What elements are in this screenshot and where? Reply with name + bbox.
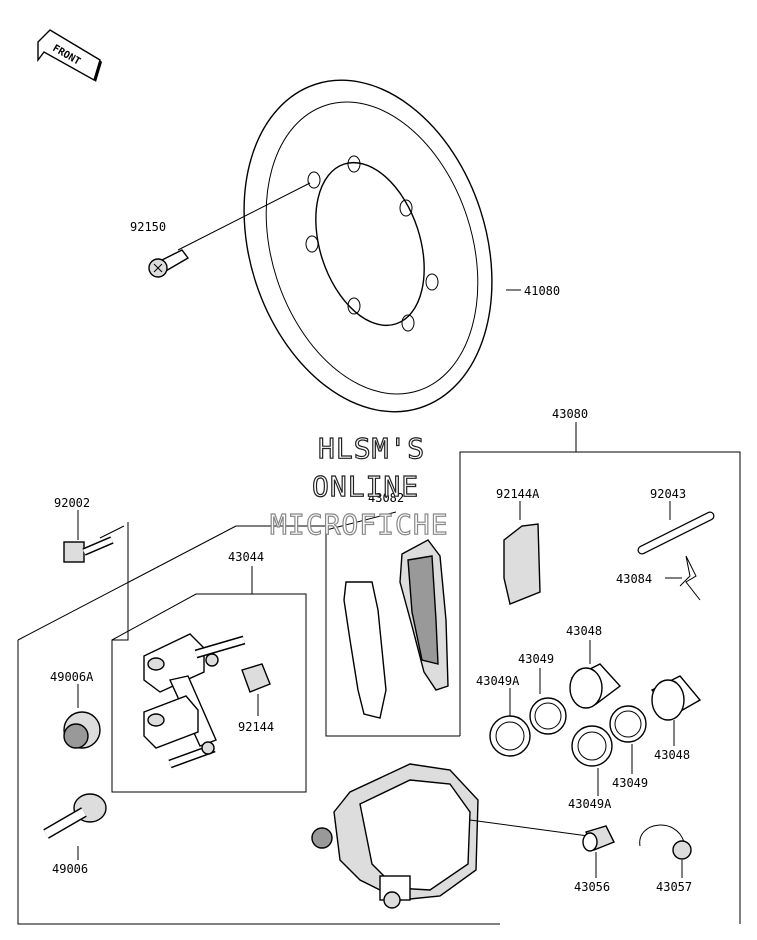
pad-shim bbox=[503, 501, 541, 605]
part-label-92144A: 92144A bbox=[496, 487, 540, 501]
part-label-49006: 49006 bbox=[52, 862, 88, 876]
front-arrow-icon: FRONT bbox=[37, 29, 102, 82]
part-label-43082: 43082 bbox=[368, 491, 404, 505]
part-label-43044: 43044 bbox=[228, 550, 264, 564]
watermark-line3: MICROFICHE bbox=[270, 508, 449, 541]
part-label-43084: 43084 bbox=[616, 572, 652, 586]
part-label-41080: 41080 bbox=[524, 284, 560, 298]
bleeder-cap bbox=[639, 824, 692, 860]
pin-clip bbox=[665, 555, 701, 601]
dust-boot-49006A bbox=[63, 684, 101, 749]
watermark-line1: HLSM'S bbox=[318, 432, 425, 465]
piston-seal-43049A-left bbox=[489, 715, 531, 757]
piston-43048-right bbox=[650, 675, 702, 721]
brake-pads bbox=[325, 511, 460, 737]
brake-disc bbox=[243, 79, 493, 413]
part-label-92002: 92002 bbox=[54, 496, 90, 510]
disc-bolt bbox=[148, 182, 311, 278]
slide-pin-49006 bbox=[43, 793, 107, 860]
assembly-bracket-43080 bbox=[459, 451, 741, 924]
watermark: HLSM'S ONLINE MICROFICHE bbox=[269, 431, 449, 541]
part-label-49006A: 49006A bbox=[50, 670, 94, 684]
bleeder-valve bbox=[469, 819, 615, 852]
piston-seal-43049-top bbox=[529, 668, 567, 735]
part-label-43057: 43057 bbox=[656, 880, 692, 894]
piston-seal-43049A-bottom bbox=[571, 725, 613, 767]
piston-43048-top bbox=[569, 640, 622, 709]
part-label-43049A-bottom: 43049A bbox=[568, 797, 612, 811]
part-label-43080: 43080 bbox=[552, 407, 588, 421]
part-label-92144: 92144 bbox=[238, 720, 274, 734]
part-label-43056: 43056 bbox=[574, 880, 610, 894]
caliper-holder-bracket bbox=[17, 522, 500, 925]
part-label-92150: 92150 bbox=[130, 220, 166, 234]
watermark-line2: ONLINE bbox=[312, 470, 419, 503]
part-label-43049-top: 43049 bbox=[518, 652, 554, 666]
bracket-bolt bbox=[63, 510, 114, 563]
piston-seal-43049-bottom bbox=[609, 705, 647, 743]
pad-pin bbox=[637, 501, 715, 555]
caliper-body bbox=[311, 763, 479, 909]
part-label-43049-bottom: 43049 bbox=[612, 776, 648, 790]
part-label-92043: 92043 bbox=[650, 487, 686, 501]
caliper-holder bbox=[143, 633, 246, 769]
rubber-boot bbox=[241, 663, 271, 716]
part-label-43048-top: 43048 bbox=[566, 624, 602, 638]
part-label-43049A-left: 43049A bbox=[476, 674, 520, 688]
part-label-43048-right: 43048 bbox=[654, 748, 690, 762]
